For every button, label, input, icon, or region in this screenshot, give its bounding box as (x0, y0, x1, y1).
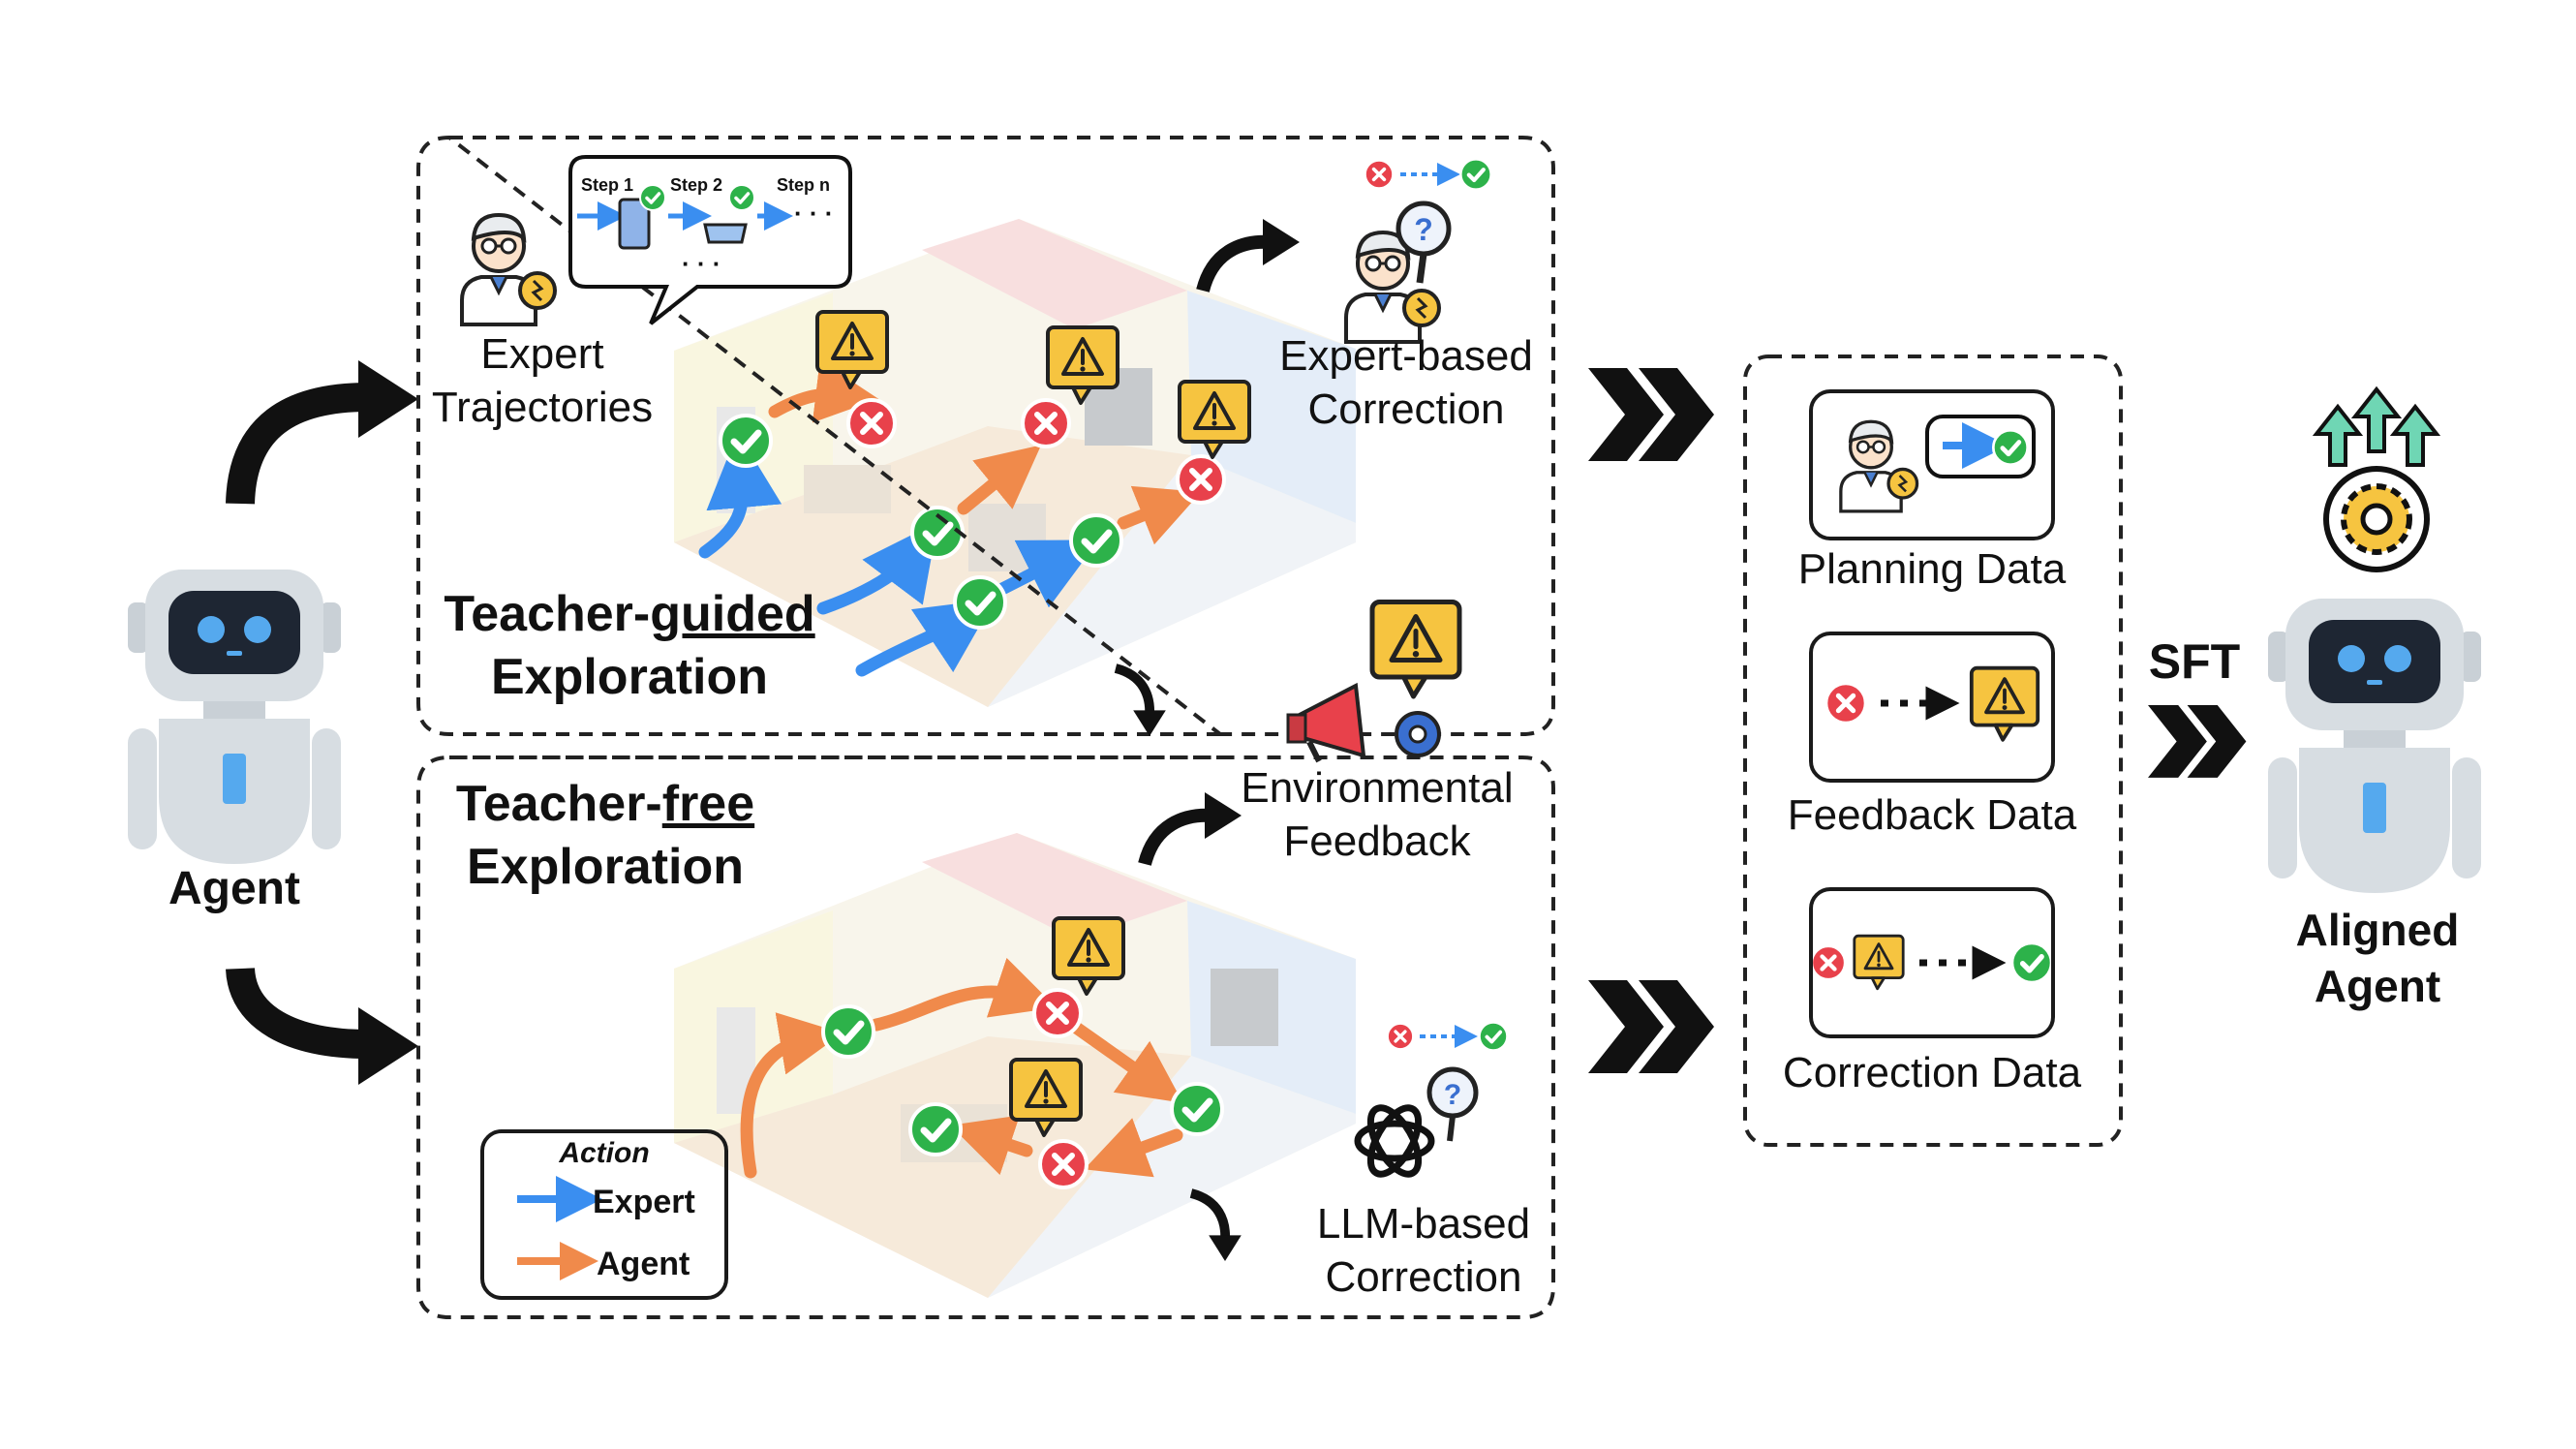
environmental-feedback-label: Environmental Feedback (1241, 764, 1514, 865)
correction-data-card (1809, 887, 2055, 1038)
llm-correction-icon: ? (1354, 1020, 1510, 1178)
check-icon (721, 416, 771, 466)
legend-expert-label: Expert (593, 1184, 695, 1220)
correction-data-icon (1812, 934, 2052, 991)
chevron-right-icon (2148, 705, 2247, 778)
chevron-right-icon (1588, 368, 1714, 461)
check-icon (955, 577, 1005, 628)
cross-icon (848, 400, 895, 447)
feedback-data-label: Feedback Data (1787, 791, 2077, 839)
step-speech-bubble (568, 155, 852, 325)
teacher-free-title: Teacher-free Exploration (455, 776, 755, 895)
planning-data-card (1809, 389, 2055, 540)
svg-text:?: ? (1414, 212, 1433, 247)
step-n-label: Step n (777, 175, 831, 195)
feedback-data-card (1809, 632, 2055, 783)
check-icon (1172, 1084, 1222, 1134)
top-expert-arrows (698, 432, 1099, 677)
legend-arrows (517, 1176, 602, 1280)
expert-trajectories-icon (460, 213, 557, 326)
cross-icon (1034, 990, 1081, 1036)
openai-logo-icon (1354, 1104, 1435, 1178)
top-agent-arrows (768, 359, 1202, 545)
curved-arrow-icon (1203, 219, 1300, 291)
check-icon (910, 1104, 961, 1155)
data-panel (1743, 355, 2123, 1147)
step-2-label: Step 2 (670, 175, 723, 195)
teacher-guided-title: Teacher-guided Exploration (444, 586, 815, 705)
expert-based-correction-label: Expert-based Correction (1279, 332, 1533, 433)
curved-arrow-icon (1116, 668, 1166, 736)
agent-robot-icon (128, 570, 341, 864)
cross-icon (1178, 456, 1224, 503)
arrow-agent-to-teacher-free (226, 967, 418, 1085)
sft-label: SFT (2148, 634, 2241, 689)
action-legend (480, 1129, 728, 1300)
planning-data-label: Planning Data (1797, 545, 2067, 593)
environmental-feedback-icon (1286, 602, 1459, 763)
cross-icon (1040, 1141, 1087, 1187)
llm-based-correction-label: LLM-based Correction (1316, 1200, 1531, 1301)
step-ellipsis: · · · (794, 199, 834, 228)
check-icon (1071, 515, 1121, 566)
step-1-label: Step 1 (581, 175, 634, 195)
curved-arrow-icon (1191, 1193, 1242, 1261)
agent-label: Agent (169, 863, 300, 914)
chevron-right-icon (1588, 980, 1714, 1073)
check-icon (823, 1006, 874, 1057)
step-ellipsis-lower: · · · (682, 249, 721, 278)
arrow-agent-to-teacher-guided (226, 360, 418, 505)
aligned-agent-robot-icon (2268, 599, 2481, 893)
planning-data-icon (1839, 415, 2036, 513)
cross-icon (1023, 400, 1069, 447)
expert-correction-icon: ? (1344, 159, 1491, 344)
expert-trajectories-label: Expert Trajectories (431, 330, 654, 431)
teacher-free-panel (416, 755, 1555, 1319)
svg-text:?: ? (1444, 1079, 1461, 1111)
aligned-agent-label: Aligned Agent (2295, 905, 2460, 1011)
legend-agent-label: Agent (597, 1246, 690, 1282)
legend-title: Action (559, 1137, 650, 1169)
bottom-agent-arrows (740, 957, 1183, 1179)
improvement-gear-icon (2312, 385, 2441, 572)
correction-data-label: Correction Data (1782, 1049, 2082, 1096)
